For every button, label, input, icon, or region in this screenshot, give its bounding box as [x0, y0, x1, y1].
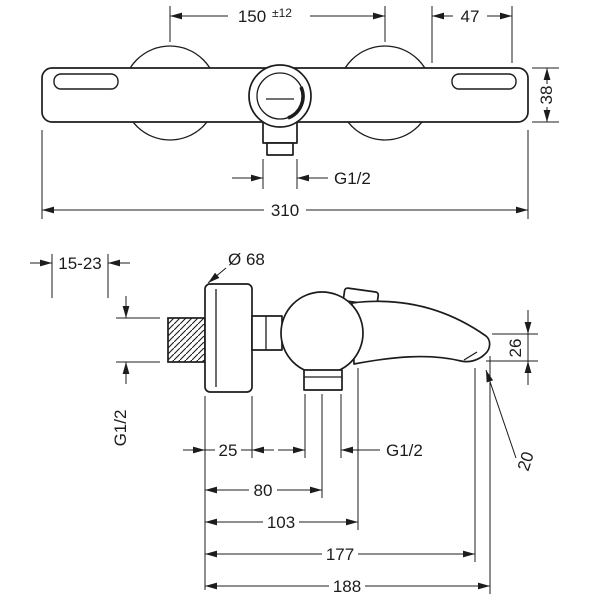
- dim-offset-right-label: 47: [461, 7, 480, 26]
- aerator-line: [463, 351, 478, 361]
- dim-depth-25: 25: [183, 441, 274, 460]
- shower-outlet-thread-label: G1/2: [386, 441, 423, 460]
- dim-center-distance: 150 ±12: [169, 6, 386, 42]
- dim-shower-outlet-thread: G1/2: [278, 441, 423, 460]
- front-view: 150 ±12 47 38 G1/2: [41, 6, 559, 220]
- inlet-thread-label: G1/2: [111, 410, 130, 447]
- side-view: 15-23 Ø 68 G1/2 26: [30, 250, 538, 596]
- dim-body-height-label: 38: [537, 86, 556, 105]
- dim-overall-width-label: 310: [271, 201, 299, 220]
- dim-overall-width: 310: [41, 130, 529, 220]
- spout: [351, 300, 491, 365]
- dim-escutcheon-diameter-label: Ø 68: [228, 250, 265, 269]
- dim-spout-tip-height-label: 26: [506, 339, 525, 358]
- dim-center-distance-label: 150: [238, 7, 266, 26]
- knob-grip-arc: [287, 86, 305, 120]
- dim-wall-distance-label: 15-23: [58, 254, 101, 273]
- dim-tip-20-label: 20: [514, 449, 538, 473]
- dim-offset-right: 47: [431, 6, 513, 63]
- outlet-thread-label: G1/2: [334, 169, 371, 188]
- dim-inlet-thread: G1/2: [111, 296, 160, 446]
- leader-line: [485, 369, 517, 459]
- dim-escutcheon-diameter: Ø 68: [207, 250, 265, 284]
- left-shelf-slot: [53, 73, 119, 90]
- dim-depth-103-label: 103: [267, 513, 295, 532]
- valve-body: [280, 291, 364, 375]
- dim-depth-80: 80: [205, 481, 322, 500]
- dim-tolerance-label: ±12: [272, 6, 292, 20]
- dim-outlet-thread: G1/2: [232, 159, 371, 189]
- outlet-stub-thread: [266, 142, 294, 156]
- right-shelf-slot: [451, 73, 517, 90]
- dim-depth-80-label: 80: [254, 481, 273, 500]
- dim-body-height: 38: [532, 67, 559, 123]
- dim-wall-distance: 15-23: [30, 254, 130, 298]
- dim-overall-depth-label: 188: [333, 577, 361, 596]
- dim-tip-20: 20: [485, 369, 538, 473]
- dim-spout-tip-height: 26: [486, 310, 538, 385]
- dim-depth-177: 177: [205, 545, 475, 564]
- wall-escutcheon: [204, 283, 253, 393]
- dim-overall-depth: 188: [205, 577, 490, 596]
- connection-sleeve: [251, 315, 283, 351]
- leader-line: [207, 267, 227, 284]
- inlet-nipple-threaded: [167, 317, 206, 363]
- dim-depth-177-label: 177: [326, 545, 354, 564]
- shower-outlet: [303, 369, 343, 391]
- dim-depth-25-label: 25: [219, 441, 238, 460]
- dim-depth-103: 103: [205, 513, 358, 532]
